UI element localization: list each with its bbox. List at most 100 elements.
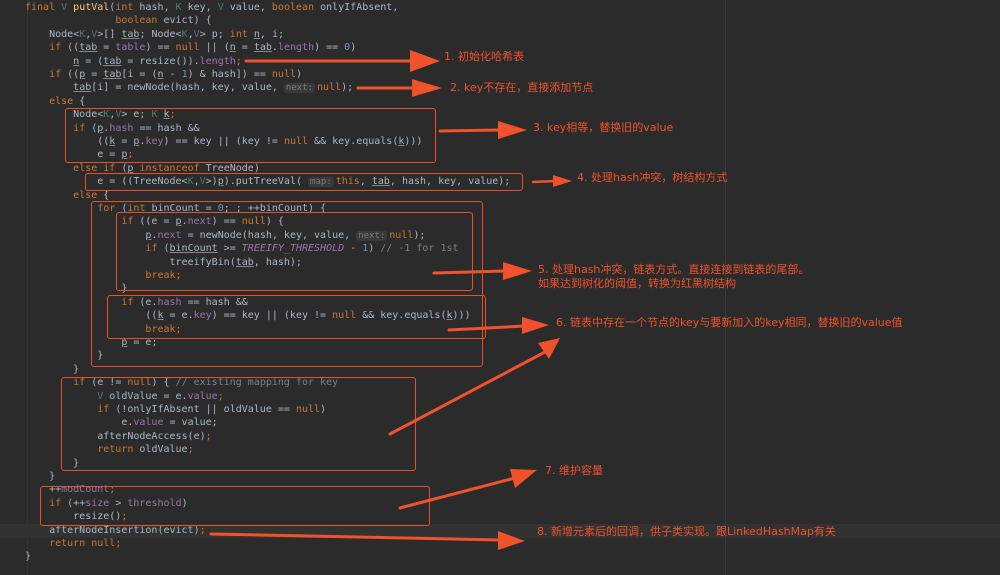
code-token: putVal bbox=[73, 2, 110, 13]
code-token: key bbox=[145, 136, 164, 147]
code-token: ))) bbox=[452, 310, 471, 322]
code-line: if (binCount >= TREEIFY_THRESHOLD - 1) /… bbox=[25, 242, 458, 255]
code-line: } bbox=[25, 457, 79, 470]
code-token: > p; bbox=[199, 28, 230, 40]
code-token: } bbox=[25, 283, 128, 295]
code-token: value bbox=[133, 417, 164, 429]
code-token: break; bbox=[145, 323, 182, 335]
highlight-box-resize bbox=[40, 486, 430, 526]
code-token: p bbox=[127, 162, 134, 174]
code-line: ((k = e.key) == key || (key != null && k… bbox=[25, 309, 471, 322]
highlight-box-replace-value bbox=[61, 377, 416, 471]
code-token: oldValue = e. bbox=[109, 390, 188, 402]
code-token: null bbox=[316, 82, 342, 94]
annotation-3: 3. key相等，替换旧的value bbox=[533, 121, 674, 134]
code-token: ) bbox=[320, 404, 327, 415]
code-token: int bbox=[115, 2, 140, 13]
code-token: tab bbox=[103, 69, 122, 80]
code-token: this bbox=[335, 176, 360, 188]
code-token: afterNodeAccess(e) bbox=[25, 430, 206, 442]
code-token: length bbox=[199, 55, 236, 67]
code-token: ) { bbox=[265, 216, 284, 228]
code-token: } bbox=[25, 350, 104, 362]
code-line: if (e != null) { // existing mapping for… bbox=[25, 376, 338, 389]
code-token: ) bbox=[181, 497, 188, 509]
code-token: if bbox=[49, 497, 68, 509]
arrow-6 bbox=[388, 317, 560, 436]
code-line: } bbox=[25, 349, 103, 362]
code-line: p = e; bbox=[25, 336, 157, 349]
arrow-8 bbox=[209, 531, 525, 550]
code-token: if bbox=[49, 69, 68, 80]
code-token: , bbox=[359, 176, 372, 188]
code-token: , bbox=[85, 28, 92, 40]
code-token: ( bbox=[91, 122, 98, 134]
code-token: tab bbox=[79, 42, 98, 54]
code-token: && key.equals( bbox=[314, 136, 399, 147]
code-line: afterNodeAccess(e); bbox=[25, 430, 212, 443]
code-token: ( bbox=[121, 203, 128, 214]
code-token: (( bbox=[25, 310, 158, 322]
code-token: ++ bbox=[25, 484, 62, 496]
code-token: ; bbox=[205, 430, 212, 442]
code-token: } bbox=[25, 457, 80, 469]
code-token: tab bbox=[121, 28, 140, 40]
code-line: if ((e = p.next) == null) { bbox=[25, 215, 284, 228]
code-line: if ((tab = table) == null || (n = tab.le… bbox=[25, 41, 356, 54]
code-token: null bbox=[175, 42, 206, 54]
code-token: boolean bbox=[115, 15, 164, 27]
code-line: else if (p instanceof TreeNode) bbox=[25, 162, 260, 175]
code-token: ; bbox=[187, 444, 194, 456]
code-token: == hash && bbox=[181, 296, 248, 308]
code-line: e = ((TreeNode<K,V>)p).putTreeVal( map:t… bbox=[25, 175, 510, 188]
arrow-3 bbox=[438, 121, 527, 139]
code-token: binCount bbox=[151, 203, 200, 214]
code-token: ) == bbox=[314, 42, 345, 54]
code-token: TreeNode) bbox=[205, 162, 260, 174]
code-token: 1 bbox=[362, 243, 369, 255]
code-token: K bbox=[175, 2, 188, 13]
code-token: K bbox=[151, 109, 164, 121]
code-token: ) { bbox=[308, 203, 327, 214]
code-token: n bbox=[157, 69, 164, 80]
code-line: break; bbox=[25, 323, 182, 336]
code-token: ; bbox=[127, 149, 134, 161]
code-token: ((e = bbox=[139, 216, 176, 228]
code-token: onlyIfAbsent, bbox=[320, 2, 399, 13]
arrow-7 bbox=[398, 469, 537, 510]
code-line: Node<K,V> e; K k; bbox=[25, 108, 175, 121]
code-token: (!onlyIfAbsent || oldValue == bbox=[115, 404, 296, 415]
code-token: oldValue bbox=[139, 444, 188, 456]
parameter-hint: map: bbox=[308, 177, 334, 188]
code-line: } bbox=[25, 363, 79, 376]
code-token: ))) bbox=[404, 136, 423, 147]
code-token: key, bbox=[187, 2, 218, 13]
code-token: modCount bbox=[61, 484, 110, 496]
code-token: tab bbox=[253, 42, 272, 54]
code-token: hash bbox=[109, 122, 134, 134]
code-token: k bbox=[446, 310, 453, 322]
code-token: = bbox=[115, 136, 134, 147]
code-token: . bbox=[103, 122, 110, 134]
code-token: [i] = newNode(hash, key, value, bbox=[91, 82, 284, 94]
code-token: final bbox=[25, 2, 62, 13]
code-line: n = (tab = resize()).length; bbox=[25, 55, 242, 68]
code-token: , bbox=[187, 28, 194, 40]
code-token: >= bbox=[217, 243, 242, 255]
highlight-box-append-tail bbox=[116, 212, 473, 291]
code-line: if ((p = tab[i = (n - 1) & hash]) == nul… bbox=[25, 68, 302, 81]
code-token: null bbox=[127, 377, 152, 389]
code-token: tab bbox=[103, 55, 122, 67]
code-line: if (!onlyIfAbsent || oldValue == null) bbox=[25, 403, 326, 416]
code-token: k bbox=[398, 136, 405, 147]
code-token: ) bbox=[350, 42, 357, 54]
code-token: = bbox=[235, 42, 254, 54]
annotation-5: 5. 处理hash冲突，链表方式。直接连接到链表的尾部。 bbox=[538, 263, 810, 276]
code-token: n bbox=[229, 42, 236, 54]
code-token: p bbox=[145, 229, 152, 241]
highlight-box-tree-node bbox=[85, 173, 523, 191]
code-token: ) == key || (key != bbox=[211, 310, 333, 322]
code-token: = ( bbox=[79, 55, 104, 67]
code-token: next bbox=[187, 216, 212, 228]
